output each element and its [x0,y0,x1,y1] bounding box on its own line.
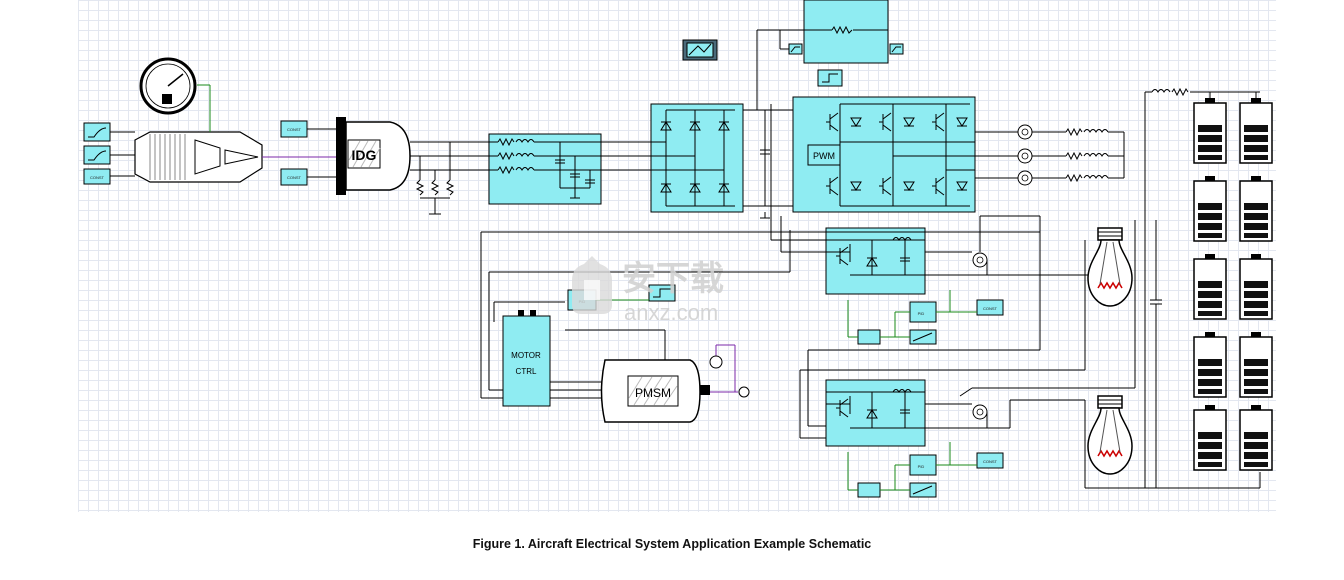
figure-caption: Figure 1. Aircraft Electrical System App… [472,537,872,551]
const-label-gear-1: CONST [287,127,302,132]
battery-cell-3[interactable] [1193,175,1227,242]
converter-wiring [799,215,1136,439]
const-label-engine: CONST [90,175,105,180]
ammeter-conv-1[interactable] [972,252,988,268]
ac-filter-block[interactable] [488,133,602,205]
ac-bus [410,141,489,215]
motor-wiring [480,230,1040,399]
battery-cell-10[interactable] [1239,404,1273,471]
speed-reference[interactable] [648,284,676,302]
pwm-label: PWM [813,151,835,161]
step-source[interactable] [817,69,843,87]
const-label-ctrl-1: CONST [983,306,998,311]
motor-ctrl-label-1: MOTOR [511,351,541,360]
lamp-1[interactable] [1087,227,1133,307]
idg-generator[interactable]: IDG [336,117,411,195]
diode-rectifier[interactable] [650,103,744,213]
idg-label: IDG [352,147,377,163]
ramp-source-1[interactable] [83,122,111,142]
schematic-grid [78,0,1276,512]
ammeter-conv-2[interactable] [972,404,988,420]
battery-cell-9[interactable] [1193,404,1227,471]
filter-to-rectifier [601,141,651,171]
battery-cell-4[interactable] [1239,175,1273,242]
pid-label-1: PID [918,311,925,316]
dc-dc-converter-1[interactable] [825,227,926,295]
battery-cell-7[interactable] [1193,331,1227,398]
load-torque-source[interactable] [738,386,750,398]
lamp-2[interactable] [1087,395,1133,475]
controller-1: PID CONST [847,290,1004,345]
pmsm-label: PMSM [635,386,671,400]
tachometer-gauge[interactable] [139,57,211,132]
battery-cell-5[interactable] [1193,253,1227,320]
speed-pid: PID [567,284,676,311]
top-load-block[interactable] [779,0,904,64]
battery-cell-8[interactable] [1239,331,1273,398]
const-source-ctrl-2[interactable] [976,452,1004,469]
const-source-ctrl-1[interactable] [976,299,1004,316]
motor-sensors [709,344,750,398]
battery-cell-6[interactable] [1239,253,1273,320]
input-blocks: CONST [83,122,135,185]
gearbox-input-blocks: CONST CONST [280,120,336,186]
pid-label-2: PID [918,464,925,469]
battery-cell-1[interactable] [1193,97,1227,164]
ammeter-c[interactable] [1017,170,1033,186]
comparator-2[interactable] [857,482,881,498]
ammeter-a[interactable] [1017,124,1033,140]
dc-dc-converter-2[interactable] [825,379,926,447]
battery-cell-2[interactable] [1239,97,1273,164]
inverter-output [975,124,1125,186]
pmsm-motor[interactable]: PMSM [600,359,711,423]
gas-turbine-engine[interactable] [134,131,285,183]
controller-2: PID CONST [847,442,1004,498]
pid-label-speed: PID [579,299,586,304]
ammeter-b[interactable] [1017,148,1033,164]
battery-pack [1084,87,1273,489]
const-label-gear-2: CONST [287,175,302,180]
motor-controller[interactable]: MOTOR CTRL [502,310,551,407]
motor-ctrl-label-2: CTRL [516,367,537,376]
pwm-inverter[interactable]: PWM [792,96,976,213]
speed-sensor[interactable] [709,355,723,369]
ramp-source-2[interactable] [83,145,111,165]
const-label-ctrl-2: CONST [983,459,998,464]
scope-icon[interactable] [682,39,718,61]
comparator-1[interactable] [857,329,881,345]
